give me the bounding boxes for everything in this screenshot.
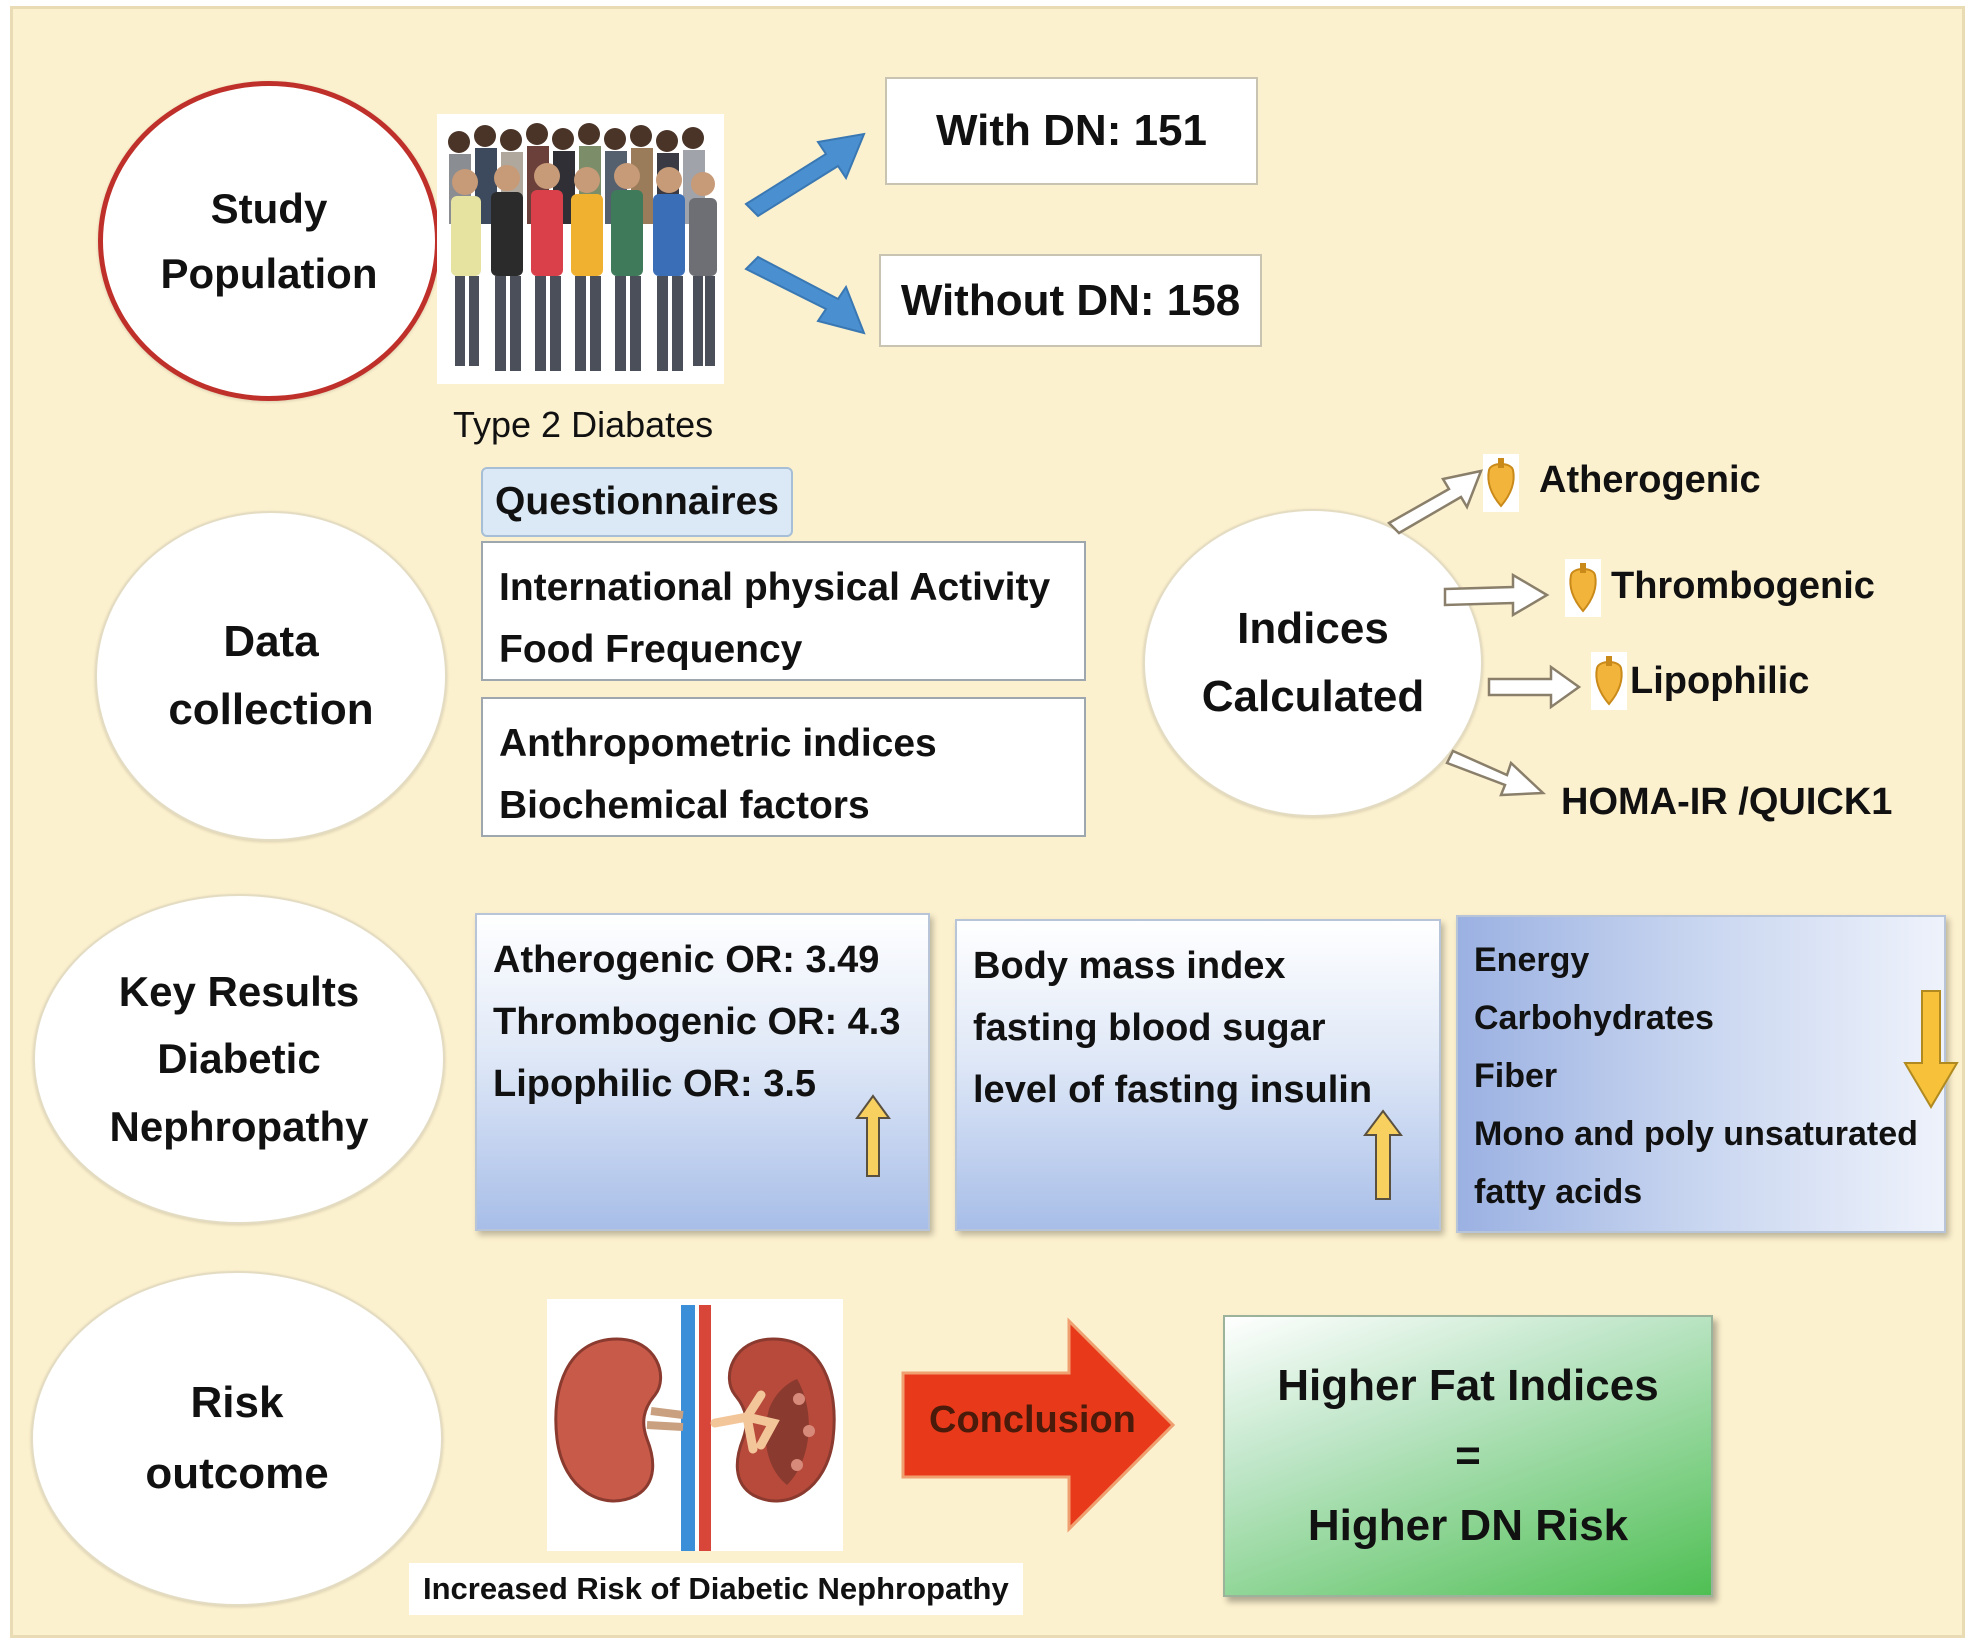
risk-outcome-circle: Risk outcome [31, 1271, 443, 1606]
clinical-item: level of fasting insulin [973, 1069, 1373, 1111]
risk-outcome-label-2: outcome [145, 1448, 329, 1498]
odds-ratio-item: Atherogenic OR: 3.49 [493, 939, 880, 981]
kidney-illustration [547, 1299, 843, 1551]
dietary-item: Energy [1474, 941, 1590, 979]
dietary-item: Carbohydrates [1474, 999, 1714, 1037]
odds-ratio-item: Thrombogenic OR: 4.3 [493, 1001, 901, 1043]
study-population-label-2: Population [160, 250, 378, 297]
measure-item: Anthropometric indices [499, 722, 937, 765]
questionnaire-item: Food Frequency [499, 628, 803, 671]
questionnaires-header: Questionnaires [481, 467, 793, 537]
measure-item: Biochemical factors [499, 784, 870, 827]
drop-icon [1565, 559, 1601, 617]
diagram-canvas: Study Population [10, 6, 1965, 1638]
data-collection-label-2: collection [168, 685, 374, 734]
key-results-label-2: Diabetic [157, 1035, 321, 1083]
indices-circle: Indices Calculated [1143, 509, 1483, 817]
odds-ratio-box: Atherogenic OR: 3.49 Thrombogenic OR: 4.… [475, 913, 930, 1231]
conclusion-arrow-label: Conclusion [929, 1399, 1136, 1441]
dietary-item: fatty acids [1474, 1173, 1643, 1211]
questionnaire-item: International physical Activity [499, 566, 1051, 609]
study-population-label-1: Study [210, 184, 328, 232]
clinical-item: Body mass index [973, 945, 1286, 987]
people-photo [437, 114, 724, 384]
index-thrombogenic: Thrombogenic [1611, 565, 1875, 607]
indices-label-2: Calculated [1201, 672, 1425, 721]
conclusion-arrow [901, 1317, 1176, 1533]
drop-icon [1591, 652, 1627, 710]
conclusion-line-3: Higher DN Risk [1307, 1501, 1629, 1550]
index-lipophilic: Lipophilic [1630, 660, 1810, 702]
with-dn-box: With DN: 151 [885, 77, 1258, 185]
dietary-item: Fiber [1474, 1057, 1558, 1095]
conclusion-line-1: Higher Fat Indices [1277, 1361, 1659, 1410]
index-atherogenic: Atherogenic [1539, 459, 1761, 501]
up-arrow-icon [855, 1094, 891, 1177]
drop-icon [1483, 454, 1519, 512]
data-collection-circle: Data collection [95, 511, 447, 841]
indices-label-1: Indices [1237, 603, 1389, 653]
odds-ratio-item: Lipophilic OR: 3.5 [493, 1063, 817, 1105]
conclusion-line-2: = [1455, 1431, 1481, 1480]
index-homa-ir: HOMA-IR /QUICK1 [1561, 781, 1893, 823]
data-collection-label-1: Data [223, 616, 319, 666]
arrow-to-without-dn [744, 255, 866, 335]
clinical-box: Body mass index fasting blood sugar leve… [955, 919, 1441, 1231]
dietary-item: Mono and poly unsaturated [1474, 1115, 1918, 1153]
key-results-circle: Key Results Diabetic Nephropathy [33, 894, 445, 1224]
arrow-to-with-dn [744, 132, 866, 218]
conclusion-box: Higher Fat Indices = Higher DN Risk [1223, 1315, 1713, 1597]
study-population-circle: Study Population [98, 81, 440, 401]
dietary-box: Energy Carbohydrates Fiber Mono and poly… [1456, 915, 1946, 1233]
risk-outcome-label-1: Risk [190, 1378, 284, 1428]
kidney-caption: Increased Risk of Diabetic Nephropathy [409, 1563, 1023, 1615]
without-dn-box: Without DN: 158 [879, 254, 1262, 347]
key-results-label-3: Nephropathy [109, 1102, 369, 1150]
down-arrow-icon [1903, 990, 1959, 1109]
questionnaires-box: International physical Activity Food Fre… [481, 541, 1086, 681]
key-results-label-1: Key Results [118, 968, 360, 1016]
indices-arrows [1386, 469, 1582, 797]
up-arrow-icon [1363, 1109, 1403, 1200]
clinical-item: fasting blood sugar [973, 1007, 1326, 1049]
measures-box: Anthropometric indices Biochemical facto… [481, 697, 1086, 837]
photo-caption: Type 2 Diabates [453, 404, 714, 445]
